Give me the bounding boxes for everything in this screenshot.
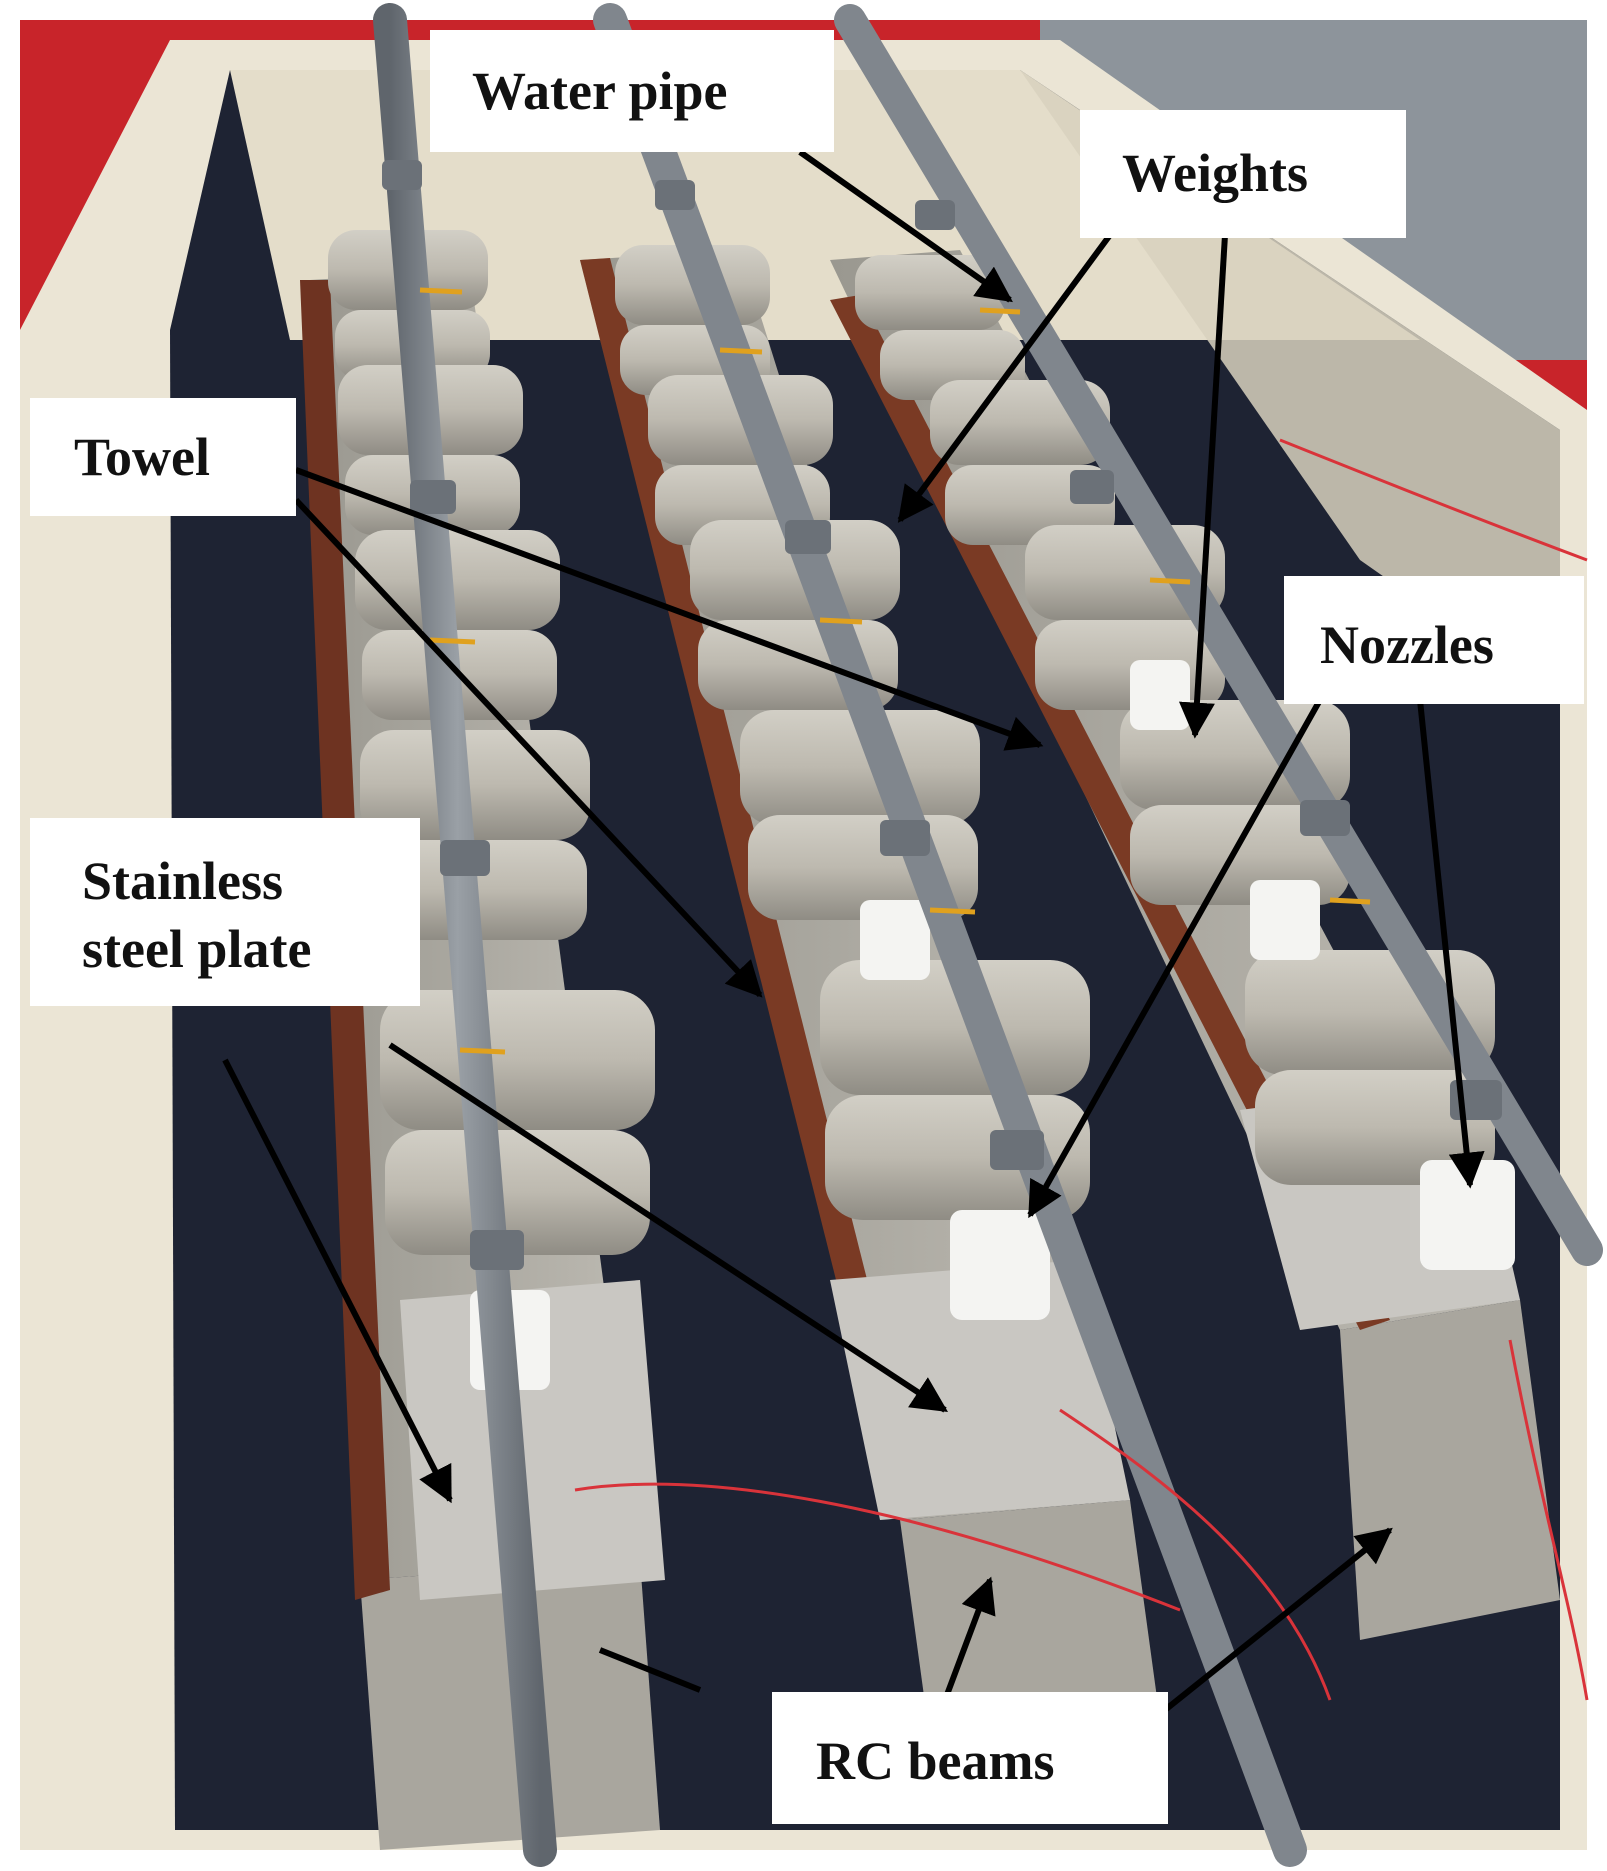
label-water-pipe: Water pipe — [430, 30, 834, 152]
arrow-rc-beams-1 — [942, 1576, 996, 1702]
water-pipes — [373, 3, 1603, 1867]
arrow-towel-1 — [294, 467, 1044, 751]
label-stainless-line2: steel plate — [82, 918, 312, 979]
arrow-nozzles-1 — [1027, 698, 1323, 1219]
towel-strip-right — [830, 295, 1390, 1330]
annotation-arrows — [222, 149, 1485, 1713]
weight-cylinder — [360, 730, 590, 840]
water-pipe-left — [373, 3, 557, 1867]
label-weights: Weights — [1080, 110, 1406, 238]
weight-cylinder — [355, 530, 560, 630]
nozzle-cap — [1130, 660, 1190, 730]
label-stainless-steel-plate: Stainless steel plate — [30, 818, 420, 1006]
weight-cylinder — [380, 990, 655, 1130]
weight-cylinder — [820, 960, 1090, 1095]
label-nozzles: Nozzles — [1284, 576, 1584, 704]
weight-cylinder — [740, 710, 980, 825]
label-rc-beams: RC beams — [772, 1692, 1168, 1824]
steel-plate-left — [400, 1280, 665, 1600]
arrow-weights-2 — [1178, 234, 1228, 739]
steel-plate-middle — [830, 1260, 1130, 1520]
arrow-steel-plate-1 — [222, 1058, 453, 1504]
label-towel: Towel — [30, 398, 296, 516]
weight-cylinder — [855, 255, 1005, 330]
nozzle-cap — [950, 1210, 1050, 1320]
arrow-nozzles-2 — [1417, 699, 1485, 1189]
arrow-rc-beams-2 — [1163, 1527, 1393, 1713]
nozzle-cap — [1420, 1160, 1515, 1270]
weight-cylinder — [385, 1130, 650, 1255]
arrow-steel-plate-2 — [388, 1042, 949, 1413]
water-pipe-right — [834, 4, 1603, 1266]
label-stainless-line1: Stainless — [82, 851, 284, 911]
nozzle-cap — [1250, 880, 1320, 960]
weight-cylinder — [690, 520, 900, 620]
arrow-weights-1 — [897, 233, 1113, 523]
arrow-water-pipe — [798, 149, 1013, 303]
sensor-wires — [574, 438, 1589, 1701]
weight-cylinder — [372, 840, 587, 940]
weight-cylinder — [1255, 1070, 1495, 1185]
arrow-towel-2 — [293, 497, 763, 998]
nozzle-cap — [860, 900, 930, 980]
water-pipe-middle — [593, 3, 1307, 1867]
